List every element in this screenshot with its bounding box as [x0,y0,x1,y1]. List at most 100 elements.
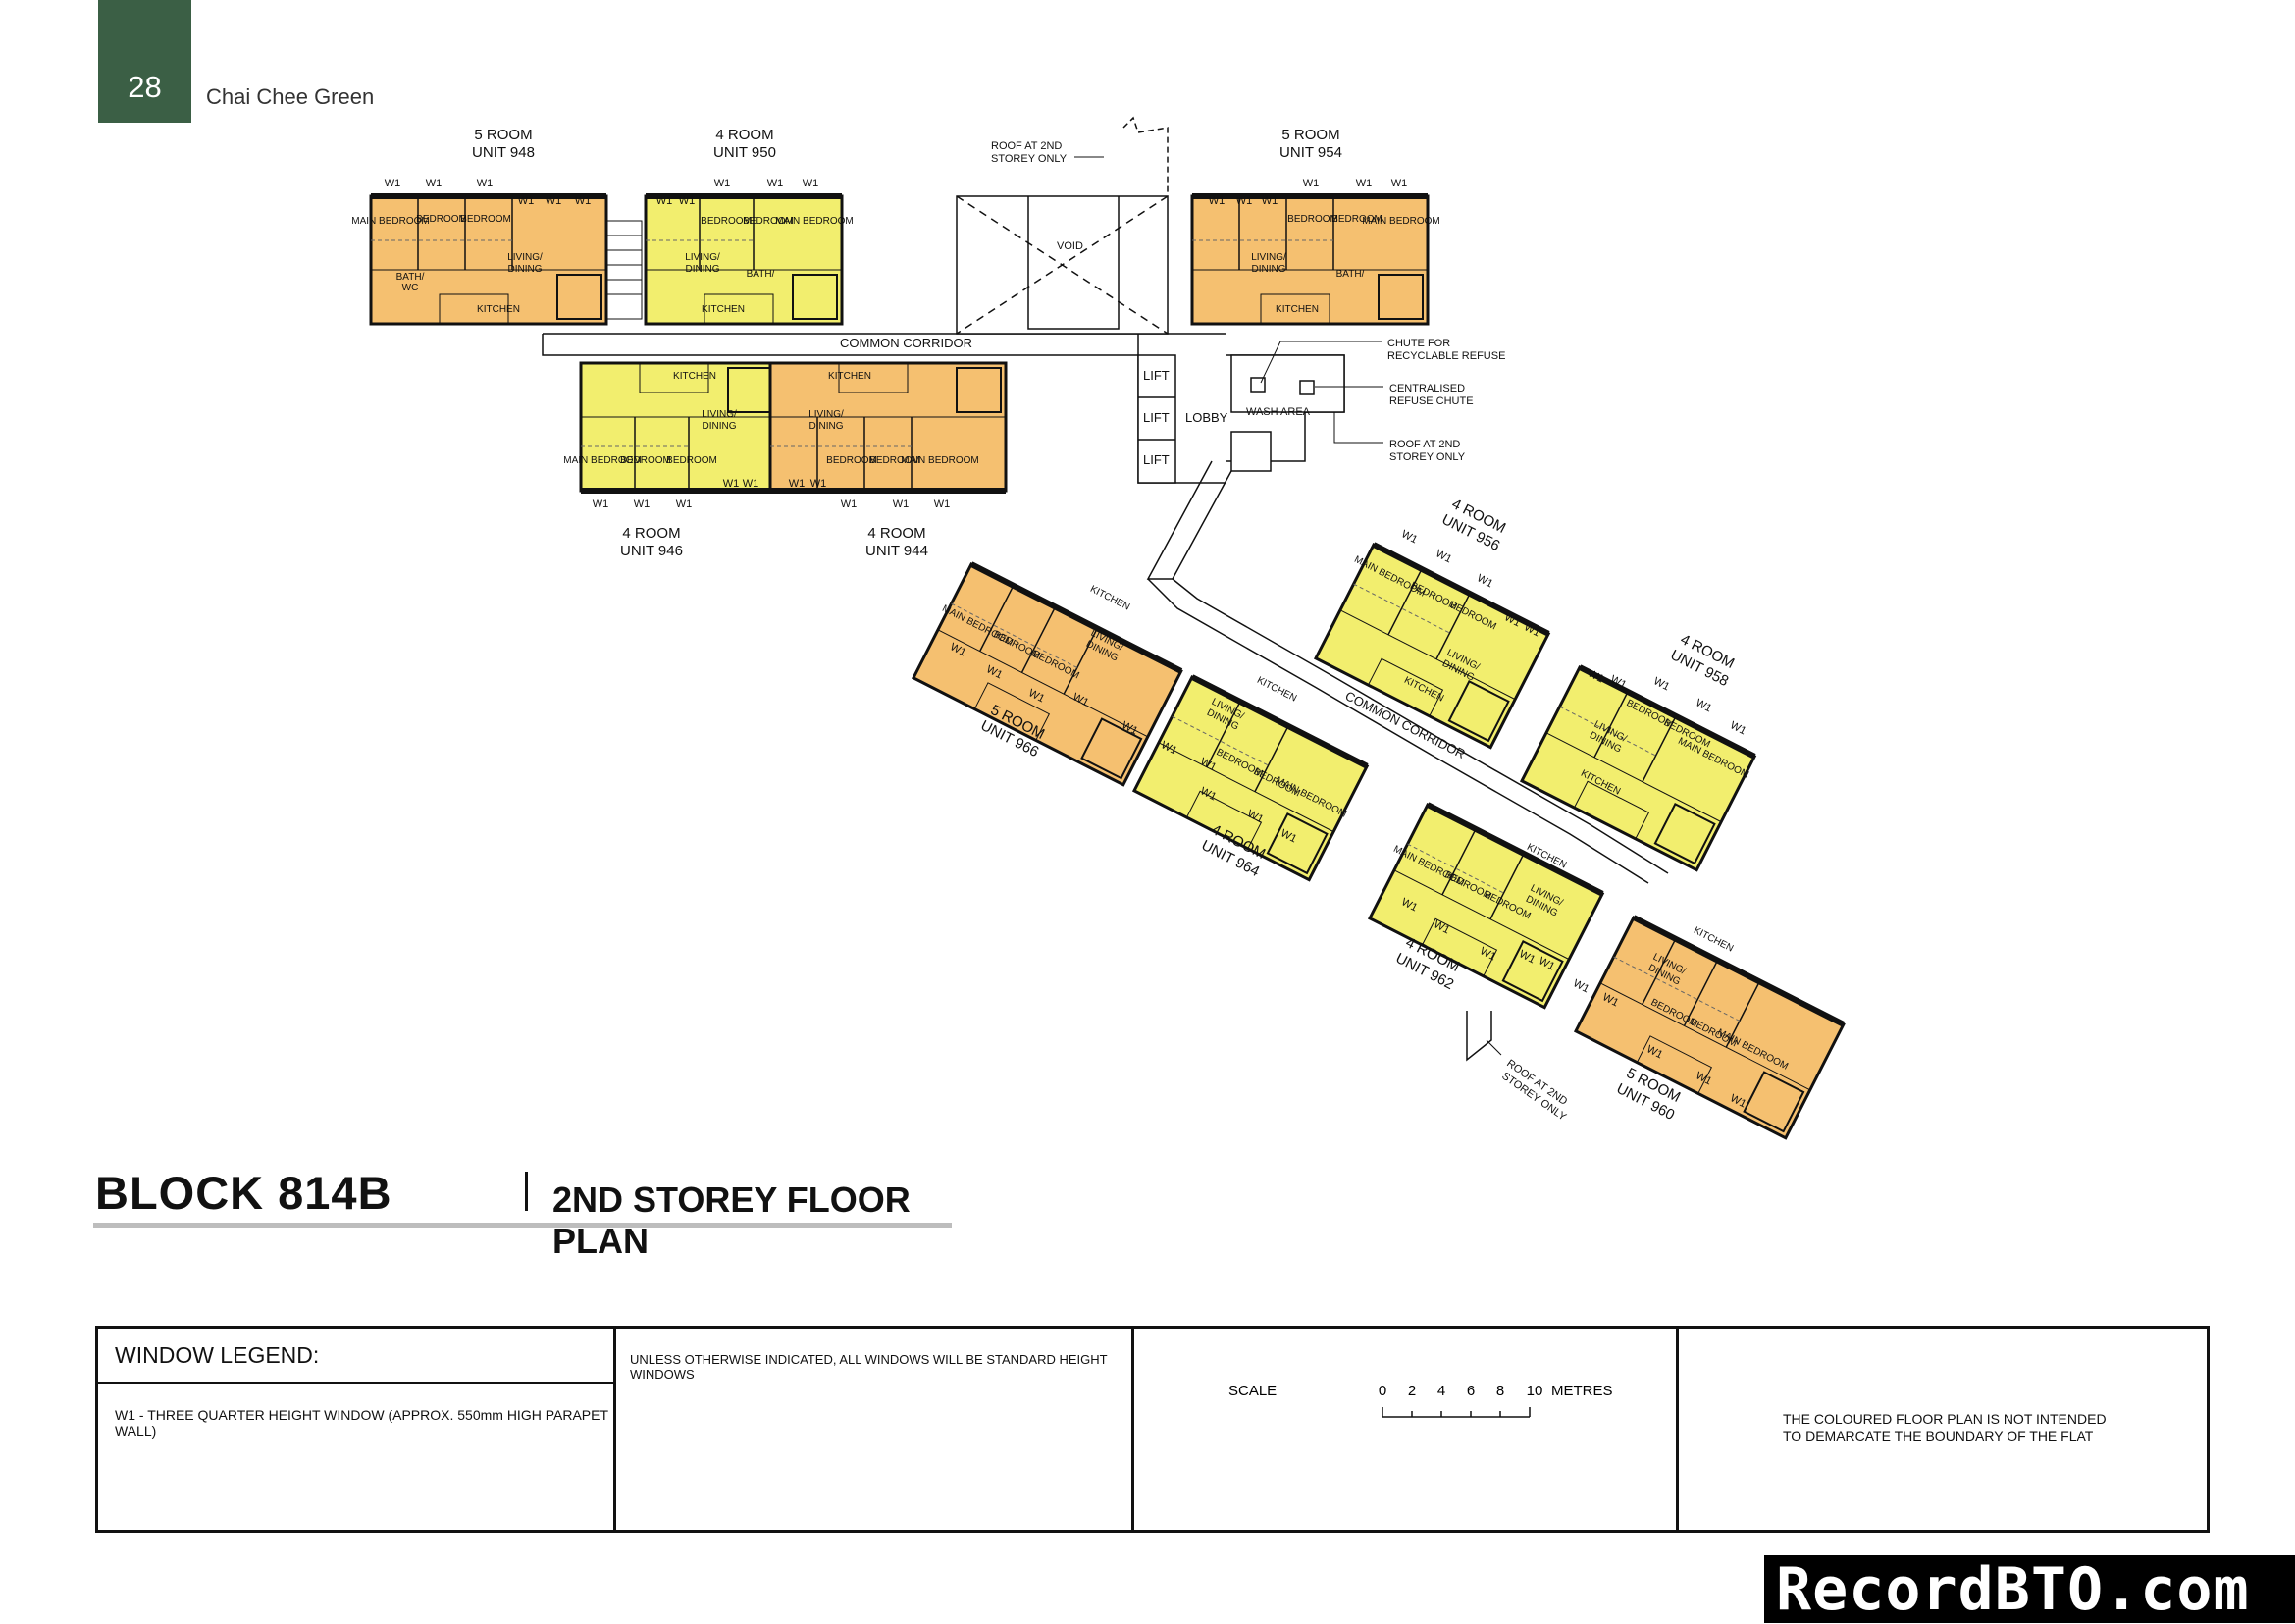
svg-text:5 ROOM: 5 ROOM [474,127,532,143]
svg-text:KITCHEN: KITCHEN [702,304,745,315]
svg-text:LIFT: LIFT [1143,410,1170,425]
svg-text:BEDROOM: BEDROOM [869,455,920,466]
svg-text:W1: W1 [1399,528,1419,546]
svg-text:MAIN BEDROOM: MAIN BEDROOM [351,216,429,227]
svg-text:W1: W1 [841,498,858,510]
svg-text:BATH/: BATH/ [1336,269,1365,280]
svg-text:REFUSE CHUTE: REFUSE CHUTE [1389,395,1474,407]
svg-text:DINING: DINING [1252,264,1286,275]
w1-definition: W1 - THREE QUARTER HEIGHT WINDOW (APPROX… [115,1407,608,1439]
svg-text:W1: W1 [789,478,806,490]
svg-text:MAIN BEDROOM: MAIN BEDROOM [563,455,641,466]
svg-text:W1: W1 [477,178,494,189]
svg-text:VOID: VOID [1057,240,1083,252]
window-legend-header: WINDOW LEGEND: [98,1329,613,1384]
svg-text:LIFT: LIFT [1143,368,1170,383]
svg-text:W1: W1 [803,178,819,189]
svg-text:BEDROOM: BEDROOM [1331,214,1382,225]
svg-text:W1: W1 [714,178,731,189]
svg-text:W1: W1 [1209,195,1226,207]
svg-text:LOBBY: LOBBY [1185,410,1228,425]
svg-text:CHUTE FOR: CHUTE FOR [1387,338,1450,349]
room-labels: MAIN BEDROOM BEDROOM BEDROOM LIVING/ DIN… [351,214,1439,466]
svg-text:W1: W1 [656,195,673,207]
svg-text:BEDROOM: BEDROOM [620,455,671,466]
svg-text:W1: W1 [767,178,784,189]
svg-text:BEDROOM: BEDROOM [743,216,794,227]
svg-text:W1: W1 [1356,178,1373,189]
svg-text:BATH/: BATH/ [396,272,425,283]
svg-text:KITCHEN: KITCHEN [1276,304,1319,315]
watermark-text: RecordBTO.com [1776,1555,2250,1624]
unit-958 [1522,667,1754,870]
svg-text:4 ROOM: 4 ROOM [715,127,773,143]
standard-window-note: UNLESS OTHERWISE INDICATED, ALL WINDOWS … [630,1352,1108,1382]
floor-plan-subtitle: 2ND STOREY FLOOR PLAN [552,1179,911,1261]
svg-text:W1: W1 [593,498,609,510]
svg-text:MAIN BEDROOM: MAIN BEDROOM [1362,216,1439,227]
svg-text:2: 2 [1408,1383,1416,1399]
window-legend-cell: WINDOW LEGEND: W1 - THREE QUARTER HEIGHT… [98,1329,616,1530]
svg-text:BEDROOM: BEDROOM [826,455,877,466]
standard-window-cell: UNLESS OTHERWISE INDICATED, ALL WINDOWS … [616,1329,1134,1530]
svg-text:W1: W1 [679,195,696,207]
svg-text:0: 0 [1379,1383,1386,1399]
unit-946 [581,363,777,491]
svg-text:5 ROOM: 5 ROOM [1281,127,1339,143]
svg-text:W1: W1 [1694,697,1713,714]
svg-text:DINING: DINING [809,421,844,432]
svg-text:WASH AREA: WASH AREA [1246,406,1311,418]
svg-text:W1: W1 [743,478,759,490]
svg-text:ROOF AT 2ND: ROOF AT 2ND [1389,439,1460,450]
svg-text:W1: W1 [1651,675,1671,693]
svg-text:LIVING/: LIVING/ [808,409,844,420]
unit-966 [913,564,1181,785]
svg-text:10: 10 [1527,1383,1543,1399]
svg-text:W1: W1 [634,498,651,510]
svg-text:W1: W1 [1391,178,1408,189]
svg-text:W1: W1 [385,178,401,189]
coloured-plan-note-cell: THE COLOURED FLOOR PLAN IS NOT INTENDED … [1679,1329,2213,1530]
svg-text:W1: W1 [1475,572,1494,590]
svg-text:CENTRALISED: CENTRALISED [1389,383,1465,394]
svg-text:KITCHEN: KITCHEN [1088,584,1131,613]
watermark-banner: RecordBTO.com [1764,1555,2295,1624]
svg-text:BEDROOM: BEDROOM [701,216,752,227]
legend-table: WINDOW LEGEND: W1 - THREE QUARTER HEIGHT… [95,1326,2210,1533]
svg-text:LIVING/: LIVING/ [685,252,720,263]
svg-text:BEDROOM: BEDROOM [666,455,717,466]
svg-text:RECYCLABLE REFUSE: RECYCLABLE REFUSE [1387,350,1505,362]
svg-text:UNIT 950: UNIT 950 [713,144,776,161]
svg-text:W1: W1 [1236,195,1253,207]
lift-core [1137,354,1345,484]
svg-text:W1: W1 [1262,195,1278,207]
svg-text:W1: W1 [1728,719,1747,737]
svg-text:MAIN BEDROOM: MAIN BEDROOM [775,216,853,227]
common-corridor-label: COMMON CORRIDOR [840,336,972,350]
svg-text:4 ROOM: 4 ROOM [867,525,925,542]
svg-text:W1: W1 [893,498,910,510]
svg-text:LIVING/: LIVING/ [702,409,737,420]
scale-cell: SCALE 0 2 4 6 8 10 METRES [1134,1329,1679,1530]
svg-text:W1: W1 [1571,977,1591,995]
svg-text:DINING: DINING [703,421,737,432]
void-area [956,116,1169,335]
svg-text:UNIT 954: UNIT 954 [1279,144,1342,161]
svg-text:KITCHEN: KITCHEN [828,371,871,382]
stair [605,220,643,320]
svg-text:6: 6 [1467,1383,1475,1399]
svg-text:BATH/: BATH/ [747,269,775,280]
svg-text:W1: W1 [934,498,951,510]
svg-text:W1: W1 [426,178,443,189]
svg-text:BEDROOM: BEDROOM [1287,214,1338,225]
svg-text:MAIN BEDROOM: MAIN BEDROOM [901,455,978,466]
page-number: 28 [128,70,162,104]
svg-text:LIFT: LIFT [1143,452,1170,467]
svg-text:KITCHEN: KITCHEN [673,371,716,382]
page-title: BLOCK 814B 2ND STOREY FLOOR PLAN [93,1166,952,1261]
coloured-plan-note-line2: TO DEMARCATE THE BOUNDARY OF THE FLAT [1783,1428,2094,1443]
svg-text:UNIT 946: UNIT 946 [620,543,683,559]
svg-text:BEDROOM: BEDROOM [416,214,467,225]
